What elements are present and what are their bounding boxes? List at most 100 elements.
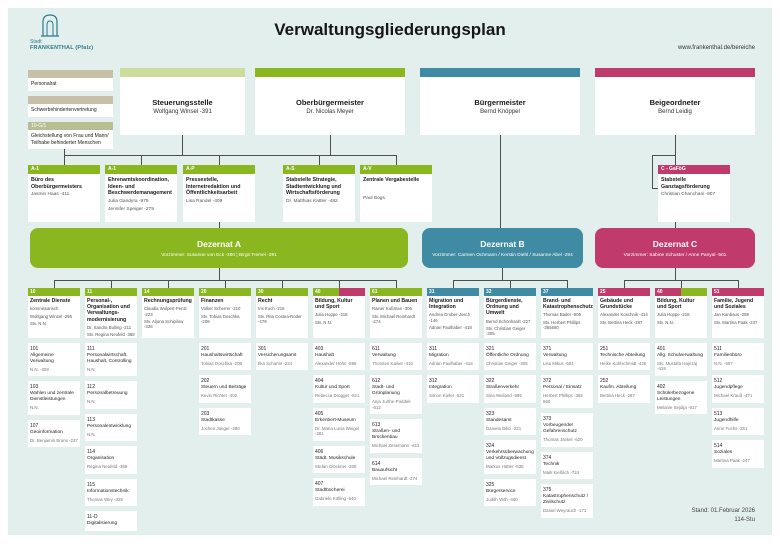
org-unit-person: Thomas Wey -329	[87, 496, 123, 502]
stab-person: Paul Bogs	[363, 195, 385, 201]
department-head-line: Alexander Koschnik -414	[600, 312, 648, 318]
org-unit-name: Stadt- und Grünplanung	[372, 385, 400, 397]
steuerungsstelle-person: Wolfgang Winsel -391	[153, 108, 212, 115]
org-unit-name: Jugendpflege	[714, 385, 743, 391]
personalrat-label: Personalrat	[28, 78, 113, 91]
connector-line	[738, 280, 739, 288]
department-code: 61	[370, 288, 422, 296]
department-head-line: Stv. Rita Costea-Roder -479	[258, 313, 302, 324]
org-unit-code: 311	[429, 346, 437, 352]
department-title: Brand- und Katastrophenschutz	[543, 298, 593, 311]
org-unit-person: Dr. Benjamin Bruns -237	[30, 437, 78, 443]
org-unit-person: Heike Kohlschmidt -425	[600, 360, 647, 366]
org-unit-code: 372	[543, 378, 552, 385]
org-unit-person: Alexander Höhn -895	[315, 360, 357, 366]
department-code: 25	[598, 288, 650, 296]
department-title: Recht	[258, 298, 273, 304]
department-head-line: Claudia Wolpert-Pentz -223	[144, 306, 187, 317]
connector-line	[64, 146, 65, 165]
org-unit-code: 402	[657, 383, 666, 390]
department-head-line: Andrea Gruber-Josch -146	[429, 312, 471, 323]
org-unit-name: Straßen- und Brückenbau	[372, 429, 400, 441]
department-code: 20	[199, 288, 251, 296]
dezernat-c-bar: Dezernat C Vorzimmer: Sabine Schuster / …	[595, 228, 755, 268]
department-code: 14	[142, 288, 194, 296]
org-unit-code: 252	[600, 378, 609, 385]
org-unit-person: Christian Geiger -305	[486, 360, 528, 366]
stab-person: Dr. Matthias Kattler -482	[286, 198, 338, 204]
connector-line	[652, 188, 658, 189]
connector-line	[396, 155, 397, 165]
stab-person: Lisa Randel -409	[186, 198, 223, 204]
org-unit-name: Familienbüro	[714, 353, 742, 358]
org-unit-name: Organisation	[87, 456, 115, 462]
personalrat-box: Personalrat	[28, 70, 113, 91]
org-unit-name: Personalentwicklung	[87, 423, 131, 429]
org-unit-name: Stadtkasse	[201, 417, 225, 423]
org-unit-name: Verwaltung	[543, 353, 567, 358]
connector-line	[624, 280, 625, 288]
stab-title: Pressestelle, Internetredaktion und Öffe…	[186, 177, 241, 197]
dezernat-a-title: Dezernat A	[196, 238, 242, 249]
org-unit-code: 301	[258, 346, 267, 352]
website-url: www.frankenthal.de/bereiche	[677, 45, 755, 51]
connector-line	[282, 280, 283, 288]
org-unit-name: Straßenverkehr	[486, 385, 520, 391]
org-unit-name: Versicherungsamt	[258, 353, 297, 358]
org-unit-name: Personalbetreuung	[87, 391, 128, 397]
org-unit-name: Personal / Einsatz	[543, 385, 582, 391]
beigeordneter-person: Bernd Leidig	[658, 108, 692, 115]
org-unit-name: Standesamt	[486, 417, 512, 423]
org-unit-name: Wahlen und zentrale Dienstleistungen	[30, 391, 74, 403]
department-code: 51	[712, 288, 764, 296]
department-head-line: Stv. Martina Paak -247	[714, 319, 758, 325]
org-unit-code: 107	[30, 422, 39, 429]
gleichstellung-code: 10-G/1	[28, 122, 113, 130]
department-head-line: Stv. Tobias Doschka -208	[201, 313, 240, 324]
org-unit-code: 401	[657, 346, 666, 352]
org-unit-name: Städt. Musikschule	[315, 455, 356, 461]
org-unit-person: N.N.	[87, 431, 96, 437]
org-unit-person: N.N.	[30, 405, 39, 411]
steuerungsstelle-box: Steuerungsstelle Wolfgang Winsel -391	[120, 77, 245, 135]
logo-name: FRANKENTHAL (Pfalz)	[30, 45, 94, 51]
department-head-line: Iris Koch -215	[258, 306, 285, 312]
org-unit-code: 111	[87, 346, 95, 352]
beigeordneter-title: Beigeordneter	[649, 97, 701, 107]
department-head-line: Rainer Kußman -306	[372, 306, 412, 312]
org-unit-name: Verkehrsüberwachung und Vollzugsdienst	[486, 450, 534, 462]
org-unit-name: Allgemeine Verwaltung	[30, 353, 54, 364]
org-unit-person: Regina Neufeld -368	[87, 464, 128, 470]
org-unit-code: 374	[543, 454, 552, 461]
department-head-line: Stv. N.N.	[657, 319, 674, 325]
city-gate-icon	[41, 14, 59, 37]
personalrat-bar	[28, 70, 113, 78]
connector-line	[219, 268, 220, 280]
department-head-line: Stv. N.N.	[30, 320, 47, 326]
